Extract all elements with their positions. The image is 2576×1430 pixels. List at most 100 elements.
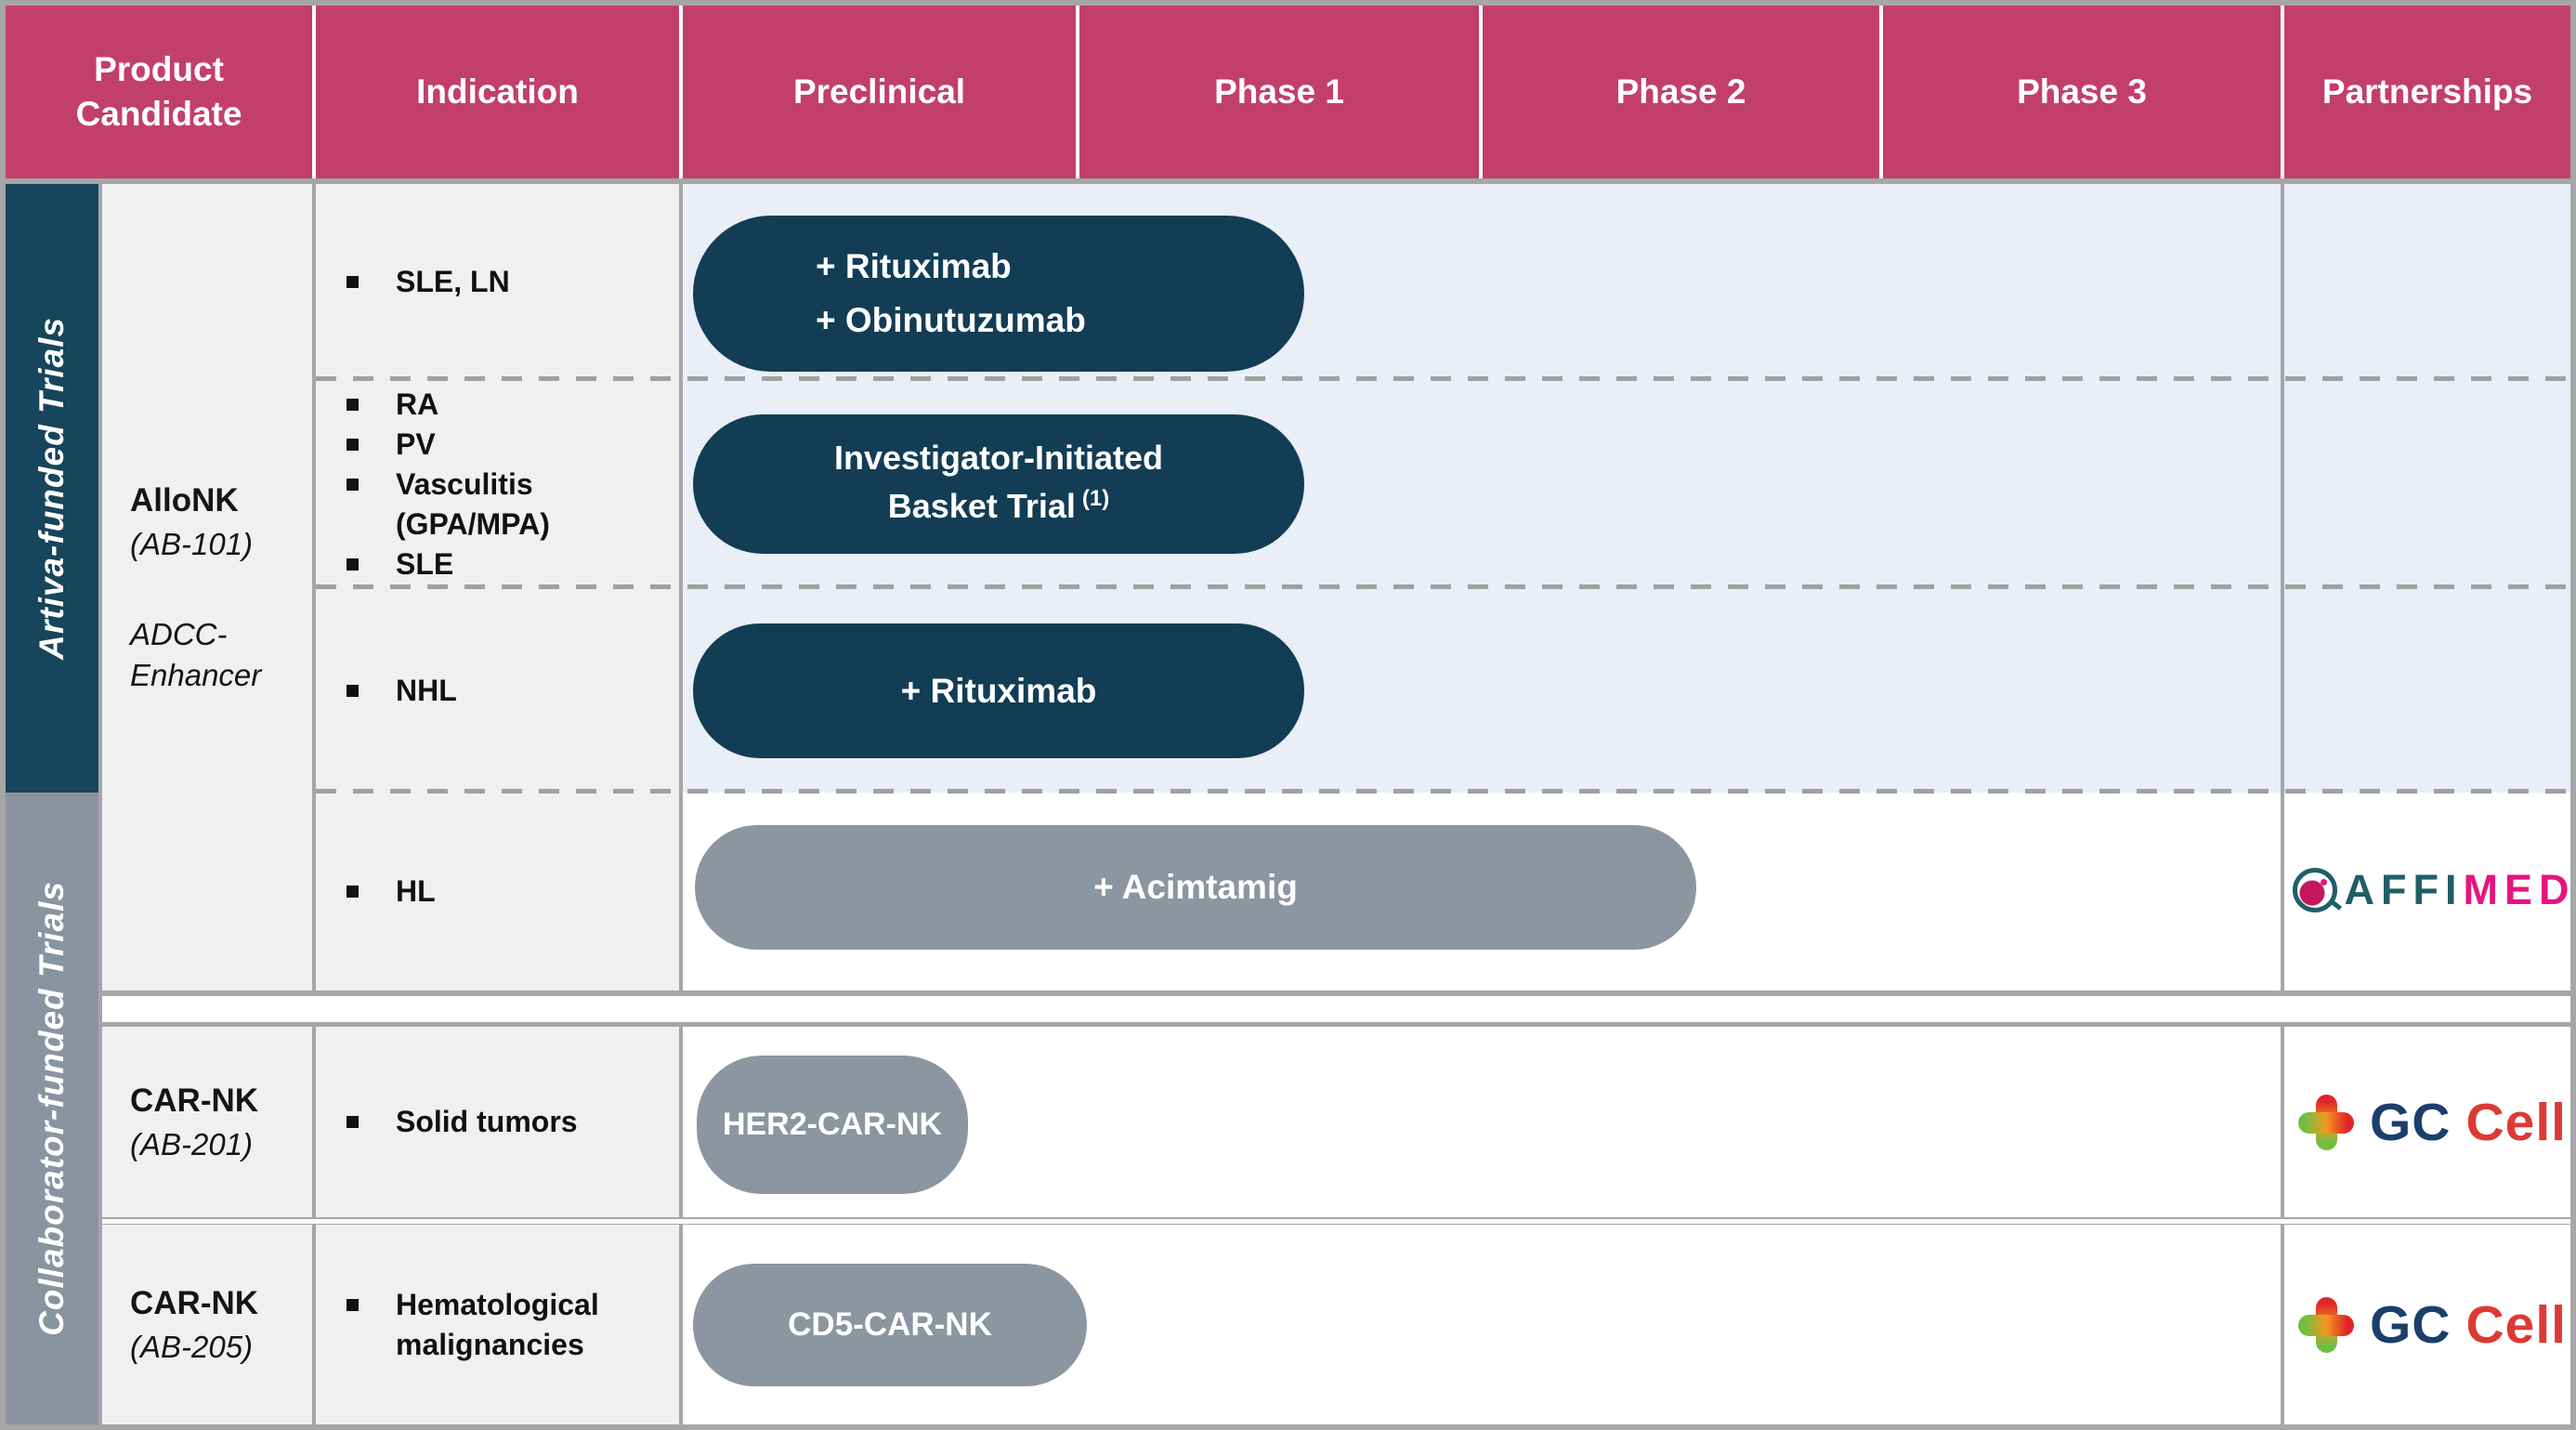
header-partnerships: Partnerships bbox=[2284, 6, 2570, 178]
bullet-square-icon bbox=[347, 558, 359, 571]
list-item: SLE, LN bbox=[347, 262, 679, 302]
indication-cell-solid-tumors: Solid tumors bbox=[316, 1027, 679, 1217]
indication-cell-hl: HL bbox=[316, 793, 679, 991]
bullet-square-icon bbox=[347, 886, 359, 898]
header-phase-1: Phase 1 bbox=[1079, 6, 1479, 178]
indication-cell-basket: RA PV Vasculitis (GPA/MPA) SLE bbox=[316, 380, 679, 588]
list-item: Vasculitis (GPA/MPA) bbox=[347, 465, 679, 544]
gc-logo-text-cell: Cell bbox=[2465, 1093, 2568, 1152]
sidebar-collaborator-label: Collaborator-funded Trials bbox=[33, 881, 71, 1336]
block-gap bbox=[102, 996, 2570, 1022]
header-phase-2: Phase 2 bbox=[1483, 6, 1879, 178]
partnerships-divider bbox=[2281, 184, 2284, 991]
product-cell-carnk-ab201: CAR-NK (AB-201) bbox=[102, 1027, 312, 1217]
partnerships-divider bbox=[2281, 1225, 2284, 1424]
dashed-row-divider bbox=[316, 584, 2570, 589]
trial-pill-rituximab: + Rituximab bbox=[693, 623, 1304, 758]
gc-cell-logo: GC Cell bbox=[2293, 1080, 2571, 1165]
gc-logo-text-gc: GC bbox=[2369, 1093, 2452, 1152]
sidebar-artiva-funded: Artiva-funded Trials bbox=[6, 184, 98, 793]
pill-line: HER2-CAR-NK bbox=[722, 1107, 943, 1142]
header-product-candidate: Product Candidate bbox=[6, 6, 312, 178]
header-phase-3: Phase 3 bbox=[1883, 6, 2281, 178]
trial-pill-her2-car-nk: HER2-CAR-NK bbox=[697, 1056, 968, 1194]
footnote-superscript: (1) bbox=[1081, 485, 1110, 511]
pill-line: + Rituximab bbox=[900, 671, 1097, 710]
partnerships-divider bbox=[2281, 1027, 2284, 1217]
header-label: Phase 2 bbox=[1615, 72, 1746, 111]
affimed-logo-text-affi: AFFI bbox=[2344, 866, 2464, 913]
pill-line: CD5-CAR-NK bbox=[788, 1306, 992, 1343]
indication-column-ab205: Hematological malignancies bbox=[316, 1225, 679, 1424]
list-item: PV bbox=[347, 425, 679, 465]
header-label: Phase 1 bbox=[1214, 72, 1344, 111]
indication-text: NHL bbox=[396, 673, 457, 707]
indication-text: Hematological malignancies bbox=[396, 1287, 599, 1361]
indication-cell-sle-ln: SLE, LN bbox=[316, 184, 679, 380]
indication-column-ab201: Solid tumors bbox=[316, 1027, 679, 1217]
product-name: CAR-NK bbox=[130, 1082, 259, 1119]
gc-cross-icon bbox=[2297, 1296, 2355, 1354]
sidebar-collaborator-funded: Collaborator-funded Trials bbox=[6, 793, 98, 1424]
list-item: RA bbox=[347, 385, 679, 425]
gc-logo-text-cell: Cell bbox=[2465, 1295, 2568, 1355]
header-label: Partnerships bbox=[2321, 72, 2533, 111]
list-item: Hematological malignancies bbox=[347, 1285, 679, 1365]
gc-cell-logo: GC Cell bbox=[2293, 1282, 2571, 1368]
product-name: AlloNK bbox=[130, 482, 239, 518]
indication-text: SLE, LN bbox=[396, 265, 510, 298]
indication-text: Vasculitis (GPA/MPA) bbox=[396, 466, 550, 541]
header-label: Indication bbox=[416, 72, 579, 111]
product-name: CAR-NK bbox=[130, 1284, 259, 1321]
indication-text: SLE bbox=[396, 546, 454, 581]
indication-text: PV bbox=[396, 426, 436, 461]
indication-cell-hematological: Hematological malignancies bbox=[316, 1225, 679, 1424]
magnifier-icon bbox=[2292, 868, 2342, 912]
trial-pill-rituximab-obinutuzumab: + Rituximab + Obinutuzumab bbox=[693, 216, 1304, 372]
product-descriptor: ADCC-Enhancer bbox=[130, 617, 262, 692]
indication-text: RA bbox=[396, 387, 439, 421]
pill-line: + Obinutuzumab bbox=[816, 301, 1086, 339]
bullet-square-icon bbox=[347, 438, 359, 451]
header-label: Preclinical bbox=[792, 72, 966, 111]
bullet-square-icon bbox=[347, 1298, 359, 1311]
bullet-square-icon bbox=[347, 1116, 359, 1128]
cross-horizontal-bar bbox=[2297, 1315, 2354, 1336]
bullet-square-icon bbox=[347, 478, 359, 491]
dashed-row-divider bbox=[316, 376, 2570, 381]
pill-line-text: Basket Trial bbox=[887, 486, 1076, 525]
affimed-logo-text-med: MED bbox=[2463, 866, 2576, 913]
block-gap bbox=[102, 1219, 2570, 1224]
magnifier-handle-icon bbox=[2328, 899, 2342, 911]
trial-pill-acimtamig: + Acimtamig bbox=[695, 825, 1696, 950]
pill-line: Investigator-Initiated bbox=[833, 438, 1164, 477]
trial-pill-basket-trial: Investigator-Initiated Basket Trial(1) bbox=[693, 414, 1304, 554]
list-item: SLE bbox=[347, 544, 679, 584]
cross-horizontal-bar bbox=[2297, 1112, 2354, 1134]
trial-pill-cd5-car-nk: CD5-CAR-NK bbox=[693, 1264, 1087, 1386]
cell-dot-icon bbox=[2320, 879, 2327, 886]
bullet-square-icon bbox=[347, 398, 359, 411]
product-code: (AB-201) bbox=[130, 1126, 254, 1161]
pill-line: Basket Trial(1) bbox=[888, 482, 1109, 535]
header-indication: Indication bbox=[316, 6, 679, 178]
product-code: (AB-205) bbox=[130, 1329, 254, 1364]
product-cell-carnk-ab205: CAR-NK (AB-205) bbox=[102, 1225, 312, 1424]
gc-cross-icon bbox=[2297, 1094, 2355, 1151]
list-item: HL bbox=[347, 872, 679, 912]
pill-line: + Acimtamig bbox=[1093, 868, 1298, 906]
indication-text: HL bbox=[396, 874, 436, 908]
header-preclinical: Preclinical bbox=[683, 6, 1076, 178]
bullet-square-icon bbox=[347, 684, 359, 697]
list-item: NHL bbox=[347, 671, 679, 711]
header-label: Phase 3 bbox=[2017, 72, 2147, 111]
sidebar-artiva-label: Artiva-funded Trials bbox=[33, 317, 71, 660]
list-item: Solid tumors bbox=[347, 1102, 679, 1142]
product-cell-allonk: AlloNK (AB-101) ADCC-Enhancer bbox=[102, 184, 312, 991]
bullet-square-icon bbox=[347, 276, 359, 288]
indication-text: Solid tumors bbox=[396, 1105, 578, 1138]
phase-area-ab201 bbox=[683, 1027, 2570, 1217]
gc-logo-text-gc: GC bbox=[2369, 1295, 2452, 1355]
